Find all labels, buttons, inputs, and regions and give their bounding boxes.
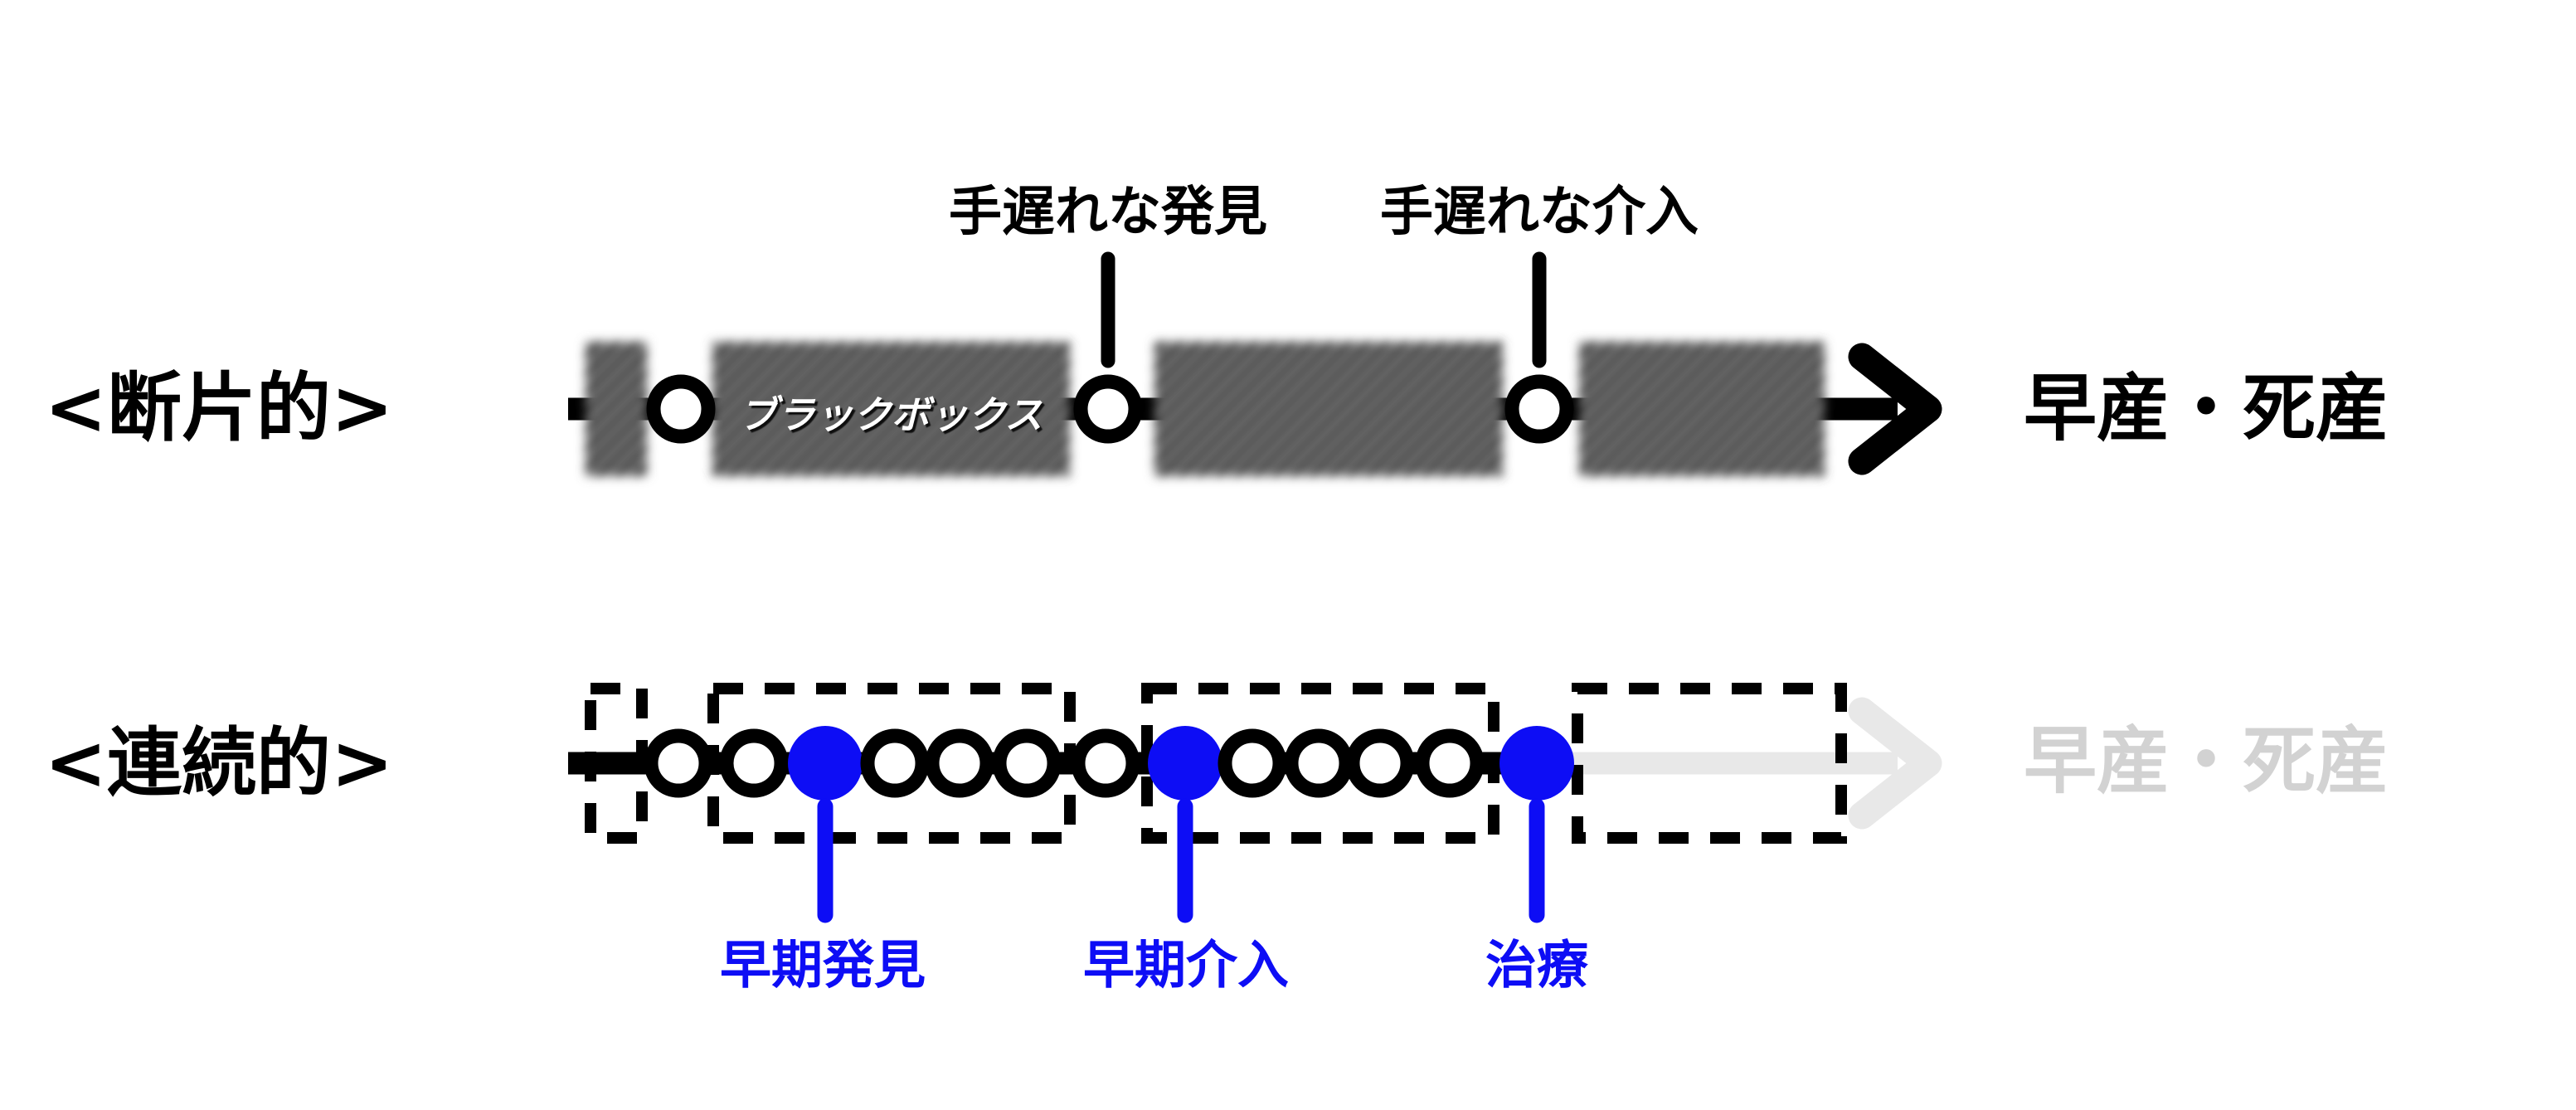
fragmented-hatched-boxes [586, 342, 1825, 476]
hatched-box-1 [586, 342, 647, 476]
continuous-row-label: <連続的> [45, 720, 394, 807]
monitoring-circle-white [1218, 728, 1287, 798]
monitoring-circle-white [860, 728, 930, 798]
late-discovery-label: 手遅れな発見 [949, 182, 1267, 243]
fragmented-row-label: <断片的> [45, 365, 394, 452]
fragmented-row: <断片的> ブラックボックス 手遅れな発見 手遅れな介入 早産・死産 [45, 182, 2389, 476]
early-detection-label: 早期発見 [720, 935, 926, 996]
continuous-outcome-label: 早産・死産 [2024, 718, 2389, 804]
checkpoint-circle [1073, 374, 1143, 444]
checkpoint-circle [1504, 374, 1574, 444]
hatched-box-4 [1579, 342, 1825, 476]
monitoring-circle-white [719, 728, 789, 798]
monitoring-circle-white [925, 728, 994, 798]
monitoring-circle-white [992, 728, 1062, 798]
dashed-box-2 [707, 683, 1076, 844]
late-intervention-label: 手遅れな介入 [1380, 182, 1699, 243]
black-arrow-head-icon [1848, 343, 1942, 475]
monitoring-circle-white [644, 728, 713, 798]
event-circle-blue [788, 726, 863, 801]
event-circle-blue [1148, 726, 1222, 801]
continuous-monitoring-circles [644, 726, 1574, 801]
event-circle-blue [1499, 726, 1574, 801]
checkpoint-circle [646, 374, 716, 444]
fragmented-outcome-label: 早産・死産 [2024, 366, 2389, 451]
hatched-box-blackbox [712, 342, 1070, 476]
hatched-box-3 [1154, 342, 1503, 476]
treatment-label: 治療 [1485, 935, 1588, 996]
monitoring-circle-white [1345, 728, 1415, 798]
blackbox-label: ブラックボックス [739, 392, 1043, 437]
gray-arrow-head-icon [1848, 697, 1942, 830]
dashed-box-3 [1141, 683, 1499, 844]
dashed-box-4 [1572, 683, 1847, 844]
fragmented-checkpoint-circles [646, 374, 1574, 444]
monitoring-circle-white [1071, 728, 1140, 798]
monitoring-circle-white [1415, 728, 1485, 798]
dashed-box-1 [585, 683, 648, 844]
early-intervention-label: 早期介入 [1083, 935, 1289, 996]
continuous-row: <連続的> 早期発見 早期介入 治療 早産・死産 [45, 683, 2389, 996]
continuous-dashed-boxes [585, 683, 1847, 844]
monitoring-circle-white [1284, 728, 1354, 798]
